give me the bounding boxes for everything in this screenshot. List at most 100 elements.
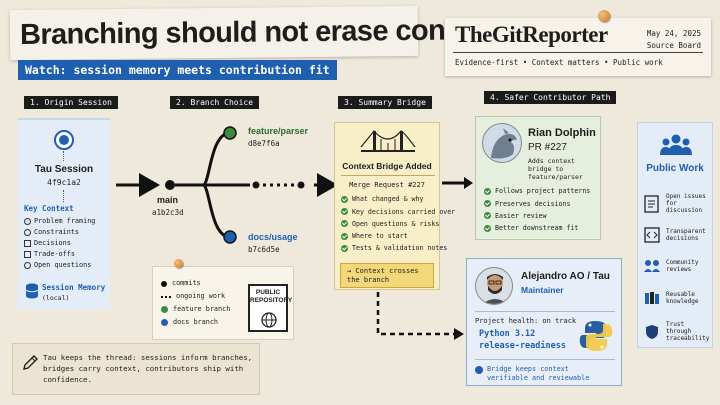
main-commit-node [165, 180, 175, 190]
context-crosses-callout: → Context crosses the branch [340, 263, 434, 288]
list-item: Open questions [24, 261, 95, 269]
masthead-name: TheGitReporter [455, 22, 608, 47]
origin-session-panel: Tau Session 4f9c1a2 Key Context Problem … [18, 118, 110, 310]
docs-branch-hash: b7c6d5e [248, 245, 280, 254]
ongoing-commit-node [297, 181, 305, 189]
step-label-bridge: 3. Summary Bridge [338, 96, 432, 109]
check-icon [341, 244, 348, 252]
list-item: Preserves decisions [484, 200, 590, 208]
main-branch-hash: a1b2c3d [152, 208, 184, 217]
masthead-card: TheGitReporter May 24, 2025 Source Board… [445, 18, 711, 76]
feature-branch-curve [201, 131, 231, 187]
feature-branch-label: feature/parser [248, 126, 309, 136]
dolphin-avatar [482, 123, 522, 163]
check-icon [341, 195, 348, 203]
database-icon [25, 283, 39, 299]
public-work-title: Public Work [646, 163, 704, 174]
scale-icon [24, 250, 31, 258]
public-work-panel: Public Work Open issues for discussion T… [637, 122, 713, 348]
python-logo-icon [579, 321, 613, 351]
commit-dot-icon [161, 280, 167, 287]
contributor-card: Rian Dolphin PR #227 Adds context bridge… [475, 116, 601, 240]
check-icon [341, 220, 348, 228]
contributor-checklist: Follows project patterns Preserves decis… [484, 183, 590, 232]
list-item: Trade-offs [24, 250, 95, 258]
bridge-to-maintainer-arrow [376, 292, 464, 340]
list-item: What changed & why [341, 195, 455, 203]
docs-branch-curve [201, 183, 231, 239]
pushpin-icon [598, 10, 610, 22]
people-group-icon [660, 134, 692, 155]
session-node [54, 130, 74, 150]
check-icon [484, 224, 491, 232]
key-context-label: Key Context [24, 204, 74, 213]
list-item: Decisions [24, 239, 95, 247]
masthead-date: May 24, 2025 [646, 29, 701, 38]
step-label-origin: 1. Origin Session [24, 96, 118, 109]
pencil-icon [23, 355, 38, 370]
document-icon [644, 195, 659, 213]
pushpin-icon [174, 259, 183, 268]
legend-item-ongoing: ongoing work [161, 290, 230, 303]
community-icon [644, 260, 660, 273]
maintainer-role: Maintainer [521, 285, 564, 295]
summary-bridge-card: Context Bridge Added Merge Request #227 … [334, 122, 455, 290]
gear-icon [24, 228, 31, 236]
feature-branch-hash: d8e7f6a [248, 139, 280, 148]
feature-branch-node [223, 126, 237, 140]
step-label-branch: 2. Branch Choice [170, 96, 260, 109]
legend-item-docs: docs branch [161, 316, 230, 329]
maintainer-footer: Bridge keeps context verifiable and revi… [475, 365, 605, 382]
check-icon [475, 366, 483, 374]
dolphin-icon [491, 128, 517, 159]
check-icon [341, 232, 348, 240]
summary-note: Tau keeps the thread: sessions inform br… [12, 343, 260, 395]
session-hash: 4f9c1a2 [47, 178, 81, 187]
center-commit-node [252, 181, 260, 189]
check-icon [484, 212, 491, 220]
legend-item-feature: feature branch [161, 303, 230, 316]
list-item: Open questions & risks [341, 220, 455, 228]
list-item: Reusable knowledge [644, 291, 708, 305]
session-connector [63, 151, 64, 161]
list-item: Transparent decisions [644, 227, 708, 243]
branch-diagram [116, 126, 338, 244]
green-dot-icon [161, 306, 168, 313]
list-item: Problem framing [24, 217, 95, 225]
summary-note-text: Tau keeps the thread: sessions inform br… [43, 353, 253, 384]
maintainer-name: Alejandro AO / Tau [521, 271, 610, 282]
maintainer-card: Alejandro AO / Tau Maintainer Project he… [466, 258, 622, 386]
maintainer-avatar [475, 267, 513, 305]
question-icon [24, 261, 31, 269]
page-subtitle: Watch: session memory meets contribution… [18, 60, 337, 80]
list-item: Open issues for discussion [644, 193, 708, 215]
public-repository-stamp: PUBLIC REPOSITORY [248, 284, 292, 332]
pr-number: PR #227 [528, 142, 567, 153]
session-memory-sub: (local) [42, 294, 70, 302]
person-icon [482, 274, 508, 304]
list-item: Where to start [341, 232, 455, 240]
bridge-icon [360, 130, 416, 152]
check-icon [484, 187, 491, 195]
list-item: Follows project patterns [484, 187, 590, 195]
code-icon [644, 227, 660, 243]
python-version: Python 3.12 [479, 329, 536, 339]
step-label-contributor: 4. Safer Contributor Path [484, 91, 617, 104]
check-icon [341, 208, 348, 216]
list-item: Tests & validation notes [341, 244, 455, 252]
list-item: Key decisions carried over [341, 208, 455, 216]
masthead-board: Source Board [646, 41, 701, 50]
docs-branch-label: docs/usage [248, 232, 298, 242]
globe-icon [261, 312, 277, 328]
bridge-to-contributor-arrow [442, 177, 473, 189]
check-icon [484, 200, 491, 208]
contributor-name: Rian Dolphin [528, 127, 596, 139]
bridge-checklist: What changed & why Key decisions carried… [341, 191, 455, 252]
blue-dot-icon [161, 319, 168, 326]
docs-branch-node [223, 230, 237, 244]
legend-item-commits: commits [161, 277, 230, 290]
list-item: Constraints [24, 228, 95, 236]
masthead-tagline: Evidence-first • Context matters • Publi… [455, 58, 663, 67]
checkbox-icon [24, 239, 31, 247]
bridge-title: Context Bridge Added [342, 161, 432, 171]
